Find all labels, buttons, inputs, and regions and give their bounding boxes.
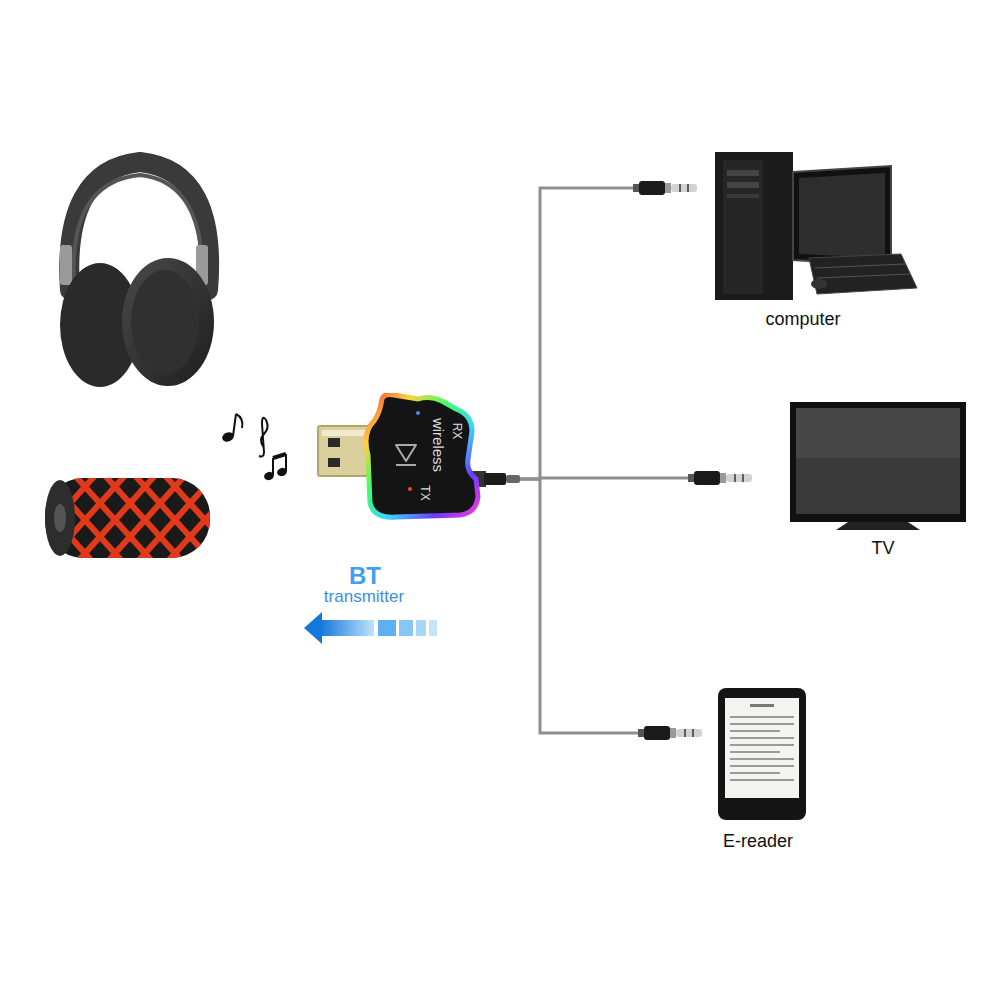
computer-device-shape-part	[799, 173, 885, 258]
audio-plug-part	[692, 729, 694, 737]
bluetooth-dongle-shape-part	[366, 395, 478, 518]
bt-arrow-part	[399, 620, 413, 636]
computer-device-shape-part	[809, 254, 917, 294]
speaker-part-part	[45, 478, 100, 558]
ereader-device-shape-part	[730, 744, 794, 746]
ereader-device-shape-part	[730, 765, 794, 767]
computer-device-shape-part	[723, 160, 763, 294]
speaker-part	[45, 480, 75, 556]
music-notes-part	[272, 458, 274, 475]
mode-label: TX	[417, 485, 430, 500]
audio-plug-part	[644, 726, 670, 740]
headphones-part	[131, 270, 199, 374]
bt-arrow-part	[320, 620, 374, 636]
speaker-part-part	[45, 478, 130, 558]
computer-device-shape-part	[793, 166, 891, 266]
speaker-part-part	[160, 478, 210, 558]
audio-plug	[638, 726, 702, 740]
computer-device: computer	[633, 148, 918, 338]
computer-device-shape-part	[727, 170, 759, 176]
music-notes-part	[285, 454, 287, 471]
computer-device-shape-part	[727, 182, 759, 188]
bluetooth-dongle-shape-part	[506, 475, 520, 483]
headphones-part	[60, 245, 72, 285]
bt-label: BT	[349, 563, 381, 589]
ereader-device-shape-part	[725, 698, 799, 798]
ereader-device: E-reader	[638, 686, 813, 858]
bluetooth-dongle-shape-part	[484, 473, 506, 485]
mode-label: RX	[449, 423, 462, 440]
bt-arrow	[304, 612, 437, 644]
audio-plug-part	[694, 471, 720, 485]
audio-cable	[520, 188, 633, 479]
ereader-device-shape-part	[730, 758, 794, 760]
bt-arrow-part	[378, 620, 396, 636]
device-caption: computer	[765, 310, 840, 330]
usb-plug-part	[328, 458, 340, 467]
audio-plug-part	[720, 473, 726, 483]
music-notes	[221, 414, 288, 481]
music-notes-part	[259, 418, 268, 457]
bluetooth-dongle-shape-part	[416, 411, 420, 415]
tv-device: TV	[688, 400, 978, 568]
audio-cable	[520, 479, 638, 733]
device-caption: E-reader	[723, 832, 793, 852]
device-text: wireless	[430, 418, 447, 472]
speaker-part	[45, 478, 210, 558]
audio-plug-part	[671, 184, 697, 192]
audio-cable	[520, 478, 688, 479]
bt-arrow-part	[416, 620, 426, 636]
computer-device-shape-part	[715, 152, 793, 300]
bt-arrow-part	[304, 612, 322, 644]
music-notes-part	[233, 414, 236, 436]
tv-device-shape-part	[796, 408, 960, 514]
bluetooth-dongle: wirelessRX TX	[360, 393, 520, 523]
computer-device-shape-part	[727, 194, 759, 198]
ereader-device-shape-part	[750, 704, 774, 707]
ereader-device-shape-part	[718, 688, 806, 820]
audio-plug	[688, 471, 752, 485]
speaker-part	[54, 504, 66, 532]
headphones	[60, 162, 214, 387]
audio-plug-part	[639, 181, 665, 195]
audio-plug	[633, 181, 697, 195]
bluetooth-dongle-shape-part	[396, 464, 416, 466]
tv-device-shape-part	[790, 402, 966, 522]
audio-plug-part	[684, 729, 686, 737]
bluetooth-dongle-shape-part	[408, 487, 412, 491]
audio-plug-part	[734, 474, 736, 482]
tv-device-shape-part	[796, 408, 960, 458]
audio-plug-part	[679, 184, 681, 192]
tv-device-shape-part	[836, 522, 920, 530]
audio-plug-part	[726, 474, 752, 482]
music-notes-part	[273, 454, 286, 458]
audio-plug-part	[742, 474, 744, 482]
computer-device-shape-part	[811, 279, 827, 289]
computer-device-shape-part	[817, 274, 910, 278]
audio-plug-part	[676, 729, 702, 737]
audio-plug-part	[665, 183, 671, 193]
ereader-device-shape-part	[730, 723, 794, 725]
ereader-device-shape-part	[730, 737, 794, 739]
speaker	[10, 470, 250, 570]
ereader-device-shape-part	[730, 751, 780, 753]
usb-plug-part	[328, 438, 340, 447]
speaker-part-part	[160, 478, 210, 558]
tv-device-shape	[688, 400, 978, 568]
computer-device-shape-part	[815, 264, 905, 268]
music-notes-part	[236, 414, 242, 428]
bluetooth-dongle-shape-part	[396, 445, 416, 461]
headphones-part	[122, 258, 214, 386]
ereader-device-shape-part	[730, 716, 794, 718]
ereader-device-shape-part	[730, 779, 794, 781]
audio-plug-part	[670, 728, 676, 738]
ereader-device-shape-part	[730, 730, 780, 732]
ereader-device-shape-part	[730, 772, 780, 774]
audio-plug-part	[687, 184, 689, 192]
bt-arrow-part	[429, 620, 437, 636]
device-caption: TV	[871, 539, 894, 559]
bt-label: transmitter	[324, 588, 404, 607]
